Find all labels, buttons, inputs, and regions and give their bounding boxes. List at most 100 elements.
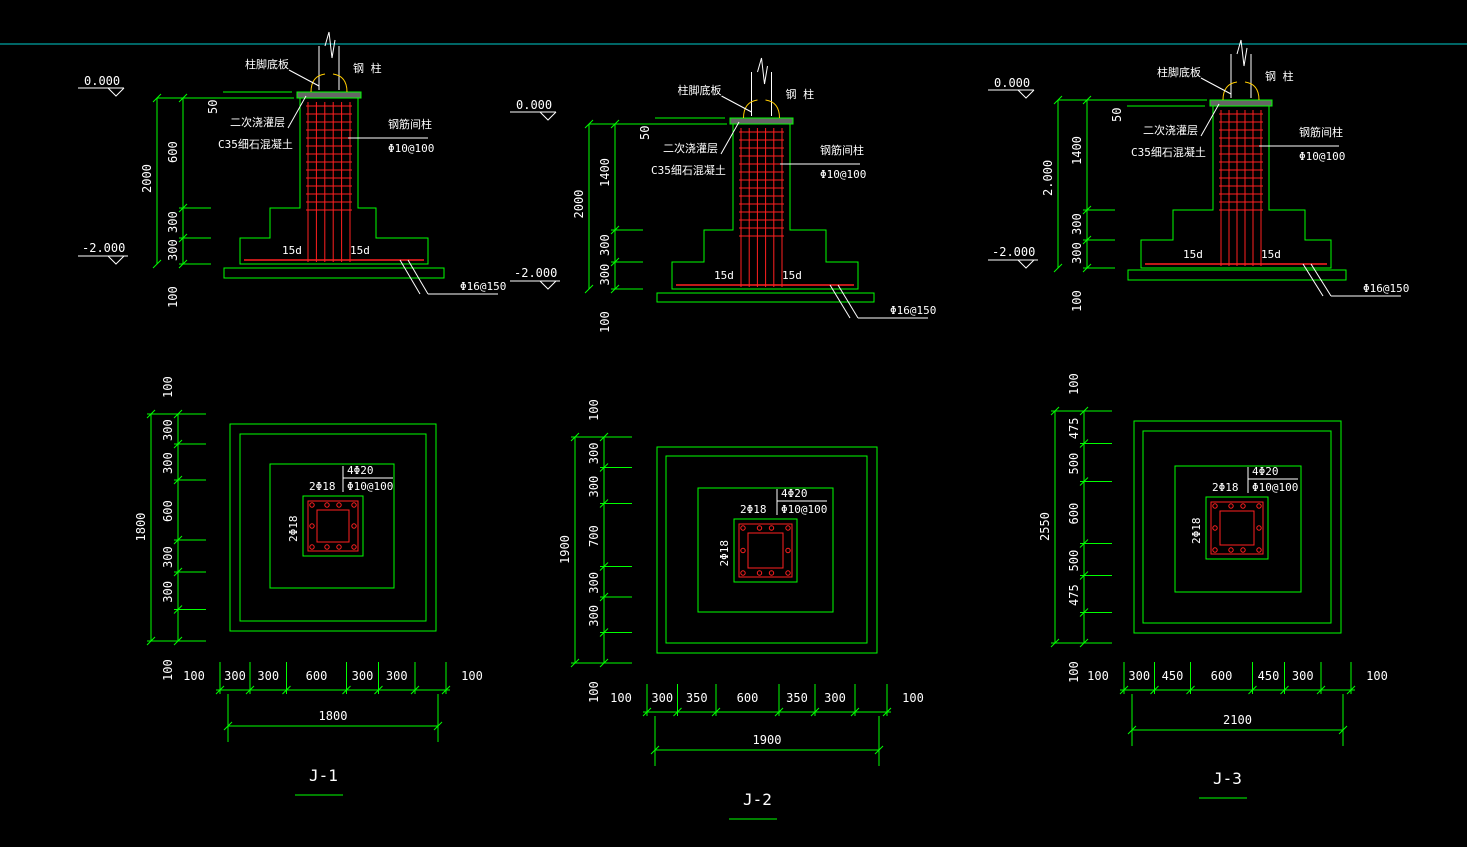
rebar-dot [1228, 547, 1234, 553]
footing-sections: 0.000-2.000200060030030010050柱脚底板钢 柱二次浇灌… [78, 31, 1409, 333]
plan-x-seg-label: 100 [1366, 669, 1388, 683]
plan-main-rebar-label: 4Φ20 [1252, 465, 1279, 478]
dim-tick [1338, 725, 1348, 735]
plan-y-seg-label: 300 [161, 452, 175, 474]
dim-tick [584, 284, 594, 294]
label-concrete: C35细石混凝土 [218, 137, 293, 151]
plan-x-seg-label: 300 [1128, 669, 1150, 683]
plan-inner-step [1174, 465, 1302, 593]
depth-seg-label: 300 [598, 234, 612, 256]
rebar-dot [309, 502, 315, 508]
plan-y-seg-label: 300 [161, 419, 175, 441]
plan-stirrup [738, 523, 793, 578]
plan-outer-step [656, 446, 878, 654]
rebar-dot [1240, 547, 1246, 553]
plan-side-rebar-top: 2Φ18 [740, 503, 767, 516]
plan-x-seg-label: 600 [306, 669, 328, 683]
rebar-dot [351, 544, 357, 550]
dim-tick [1127, 725, 1137, 735]
plan-J-3: 4Φ20Φ10@1002Φ182Φ18100475500600500475100… [1038, 373, 1388, 799]
plan-y-total-label: 1800 [134, 513, 148, 542]
dim-tick [584, 119, 594, 129]
rebar-cage [244, 102, 424, 262]
rebar-dot [740, 525, 746, 531]
plan-side-rebar-left: 2Φ18 [718, 540, 731, 567]
depth-seg-label: 600 [166, 141, 180, 163]
footing-title: J-3 [1213, 769, 1242, 788]
rebar-dot [351, 502, 357, 508]
plan-x-seg-label: 450 [1162, 669, 1184, 683]
plan-pedestal [302, 495, 364, 557]
plan-y-seg-label: 100 [587, 399, 601, 421]
elev-marker [1017, 89, 1035, 99]
leader [837, 284, 859, 319]
leader [399, 259, 421, 295]
section-J-1: 0.000-2.000200060030030010050柱脚底板钢 柱二次浇灌… [78, 31, 506, 308]
rebar-dot [1256, 503, 1262, 509]
label-bottom-rebar: Φ16@150 [460, 280, 506, 293]
rebar-dot [740, 547, 746, 554]
dim-tick [1053, 95, 1063, 105]
rebar-dot [309, 523, 315, 529]
rebar-dot [324, 502, 330, 508]
depth-pad-label: 100 [598, 311, 612, 333]
plan-side-rebar-left: 2Φ18 [1190, 518, 1203, 545]
elev-top-label: 0.000 [516, 98, 552, 112]
rebar-dot [1256, 525, 1262, 531]
leader [407, 259, 429, 295]
base-cushion [656, 292, 875, 303]
plan-y-seg-label: 500 [1067, 453, 1081, 475]
depth-seg-label: 1400 [598, 158, 612, 187]
label-steel-column: 钢 柱 [353, 61, 382, 75]
label-anchor-left: 15d [1183, 248, 1203, 261]
plan-pedestal [1205, 496, 1269, 560]
plan-y-seg-label: 300 [587, 605, 601, 627]
leader [288, 69, 320, 87]
plan-x-seg-label: 300 [352, 669, 374, 683]
label-base-plate: 柱脚底板 [678, 83, 722, 97]
rebar-dot [336, 502, 342, 508]
depth-pad-label: 100 [166, 286, 180, 308]
plan-base-cushion [1142, 430, 1332, 624]
dim-tick [223, 721, 233, 731]
label-steel-column: 钢 柱 [786, 87, 815, 101]
elev-bottom-label: -2.000 [992, 245, 1035, 259]
label-rebar-column: 钢筋间柱 [388, 117, 432, 131]
label-grout: 二次浇灌层 [230, 115, 285, 129]
elev-top-label: 0.000 [84, 74, 120, 88]
depth-seg-label: 300 [1070, 242, 1084, 264]
label-stirrup: Φ10@100 [820, 168, 866, 181]
plan-main-rebar-label: 4Φ20 [781, 487, 808, 500]
plan-y-total-label: 1900 [558, 535, 572, 564]
plan-x-seg-label: 600 [1211, 669, 1233, 683]
grout-layer [1209, 99, 1273, 107]
depth-total-label: 2.000 [1041, 160, 1055, 196]
plan-inner-tie [1219, 510, 1255, 546]
plan-x-seg-label: 300 [651, 691, 673, 705]
plan-y-seg-label: 475 [1067, 418, 1081, 440]
dim-tick [650, 745, 660, 755]
depth-seg-label: 300 [166, 239, 180, 261]
plan-x-seg-label: 300 [824, 691, 846, 705]
rebar-dot [351, 523, 357, 529]
leader [720, 121, 740, 155]
base-plate-weld [1222, 81, 1260, 101]
rebar-dot [1240, 503, 1246, 509]
plan-x-seg-label: 450 [1258, 669, 1280, 683]
section-J-2: 0.000-2.0002000140030030010050柱脚底板钢 柱二次浇… [510, 57, 936, 333]
dim-tick [1053, 263, 1063, 273]
steel-column [1222, 39, 1260, 101]
break-line [324, 31, 336, 59]
depth-total-label: 2000 [140, 164, 154, 193]
plan-y-seg-label: 700 [587, 525, 601, 547]
label-anchor-left: 15d [282, 244, 302, 257]
depth-seg-label: 300 [166, 211, 180, 233]
depth-total-label: 2000 [572, 190, 586, 219]
base-plate-weld [310, 73, 348, 93]
rebar-dot [756, 570, 763, 576]
plan-side-rebar-top: 2Φ18 [1212, 481, 1239, 494]
footing-title: J-2 [743, 790, 772, 809]
plan-tie-label: Φ10@100 [1252, 481, 1298, 494]
elev-marker [539, 280, 557, 290]
